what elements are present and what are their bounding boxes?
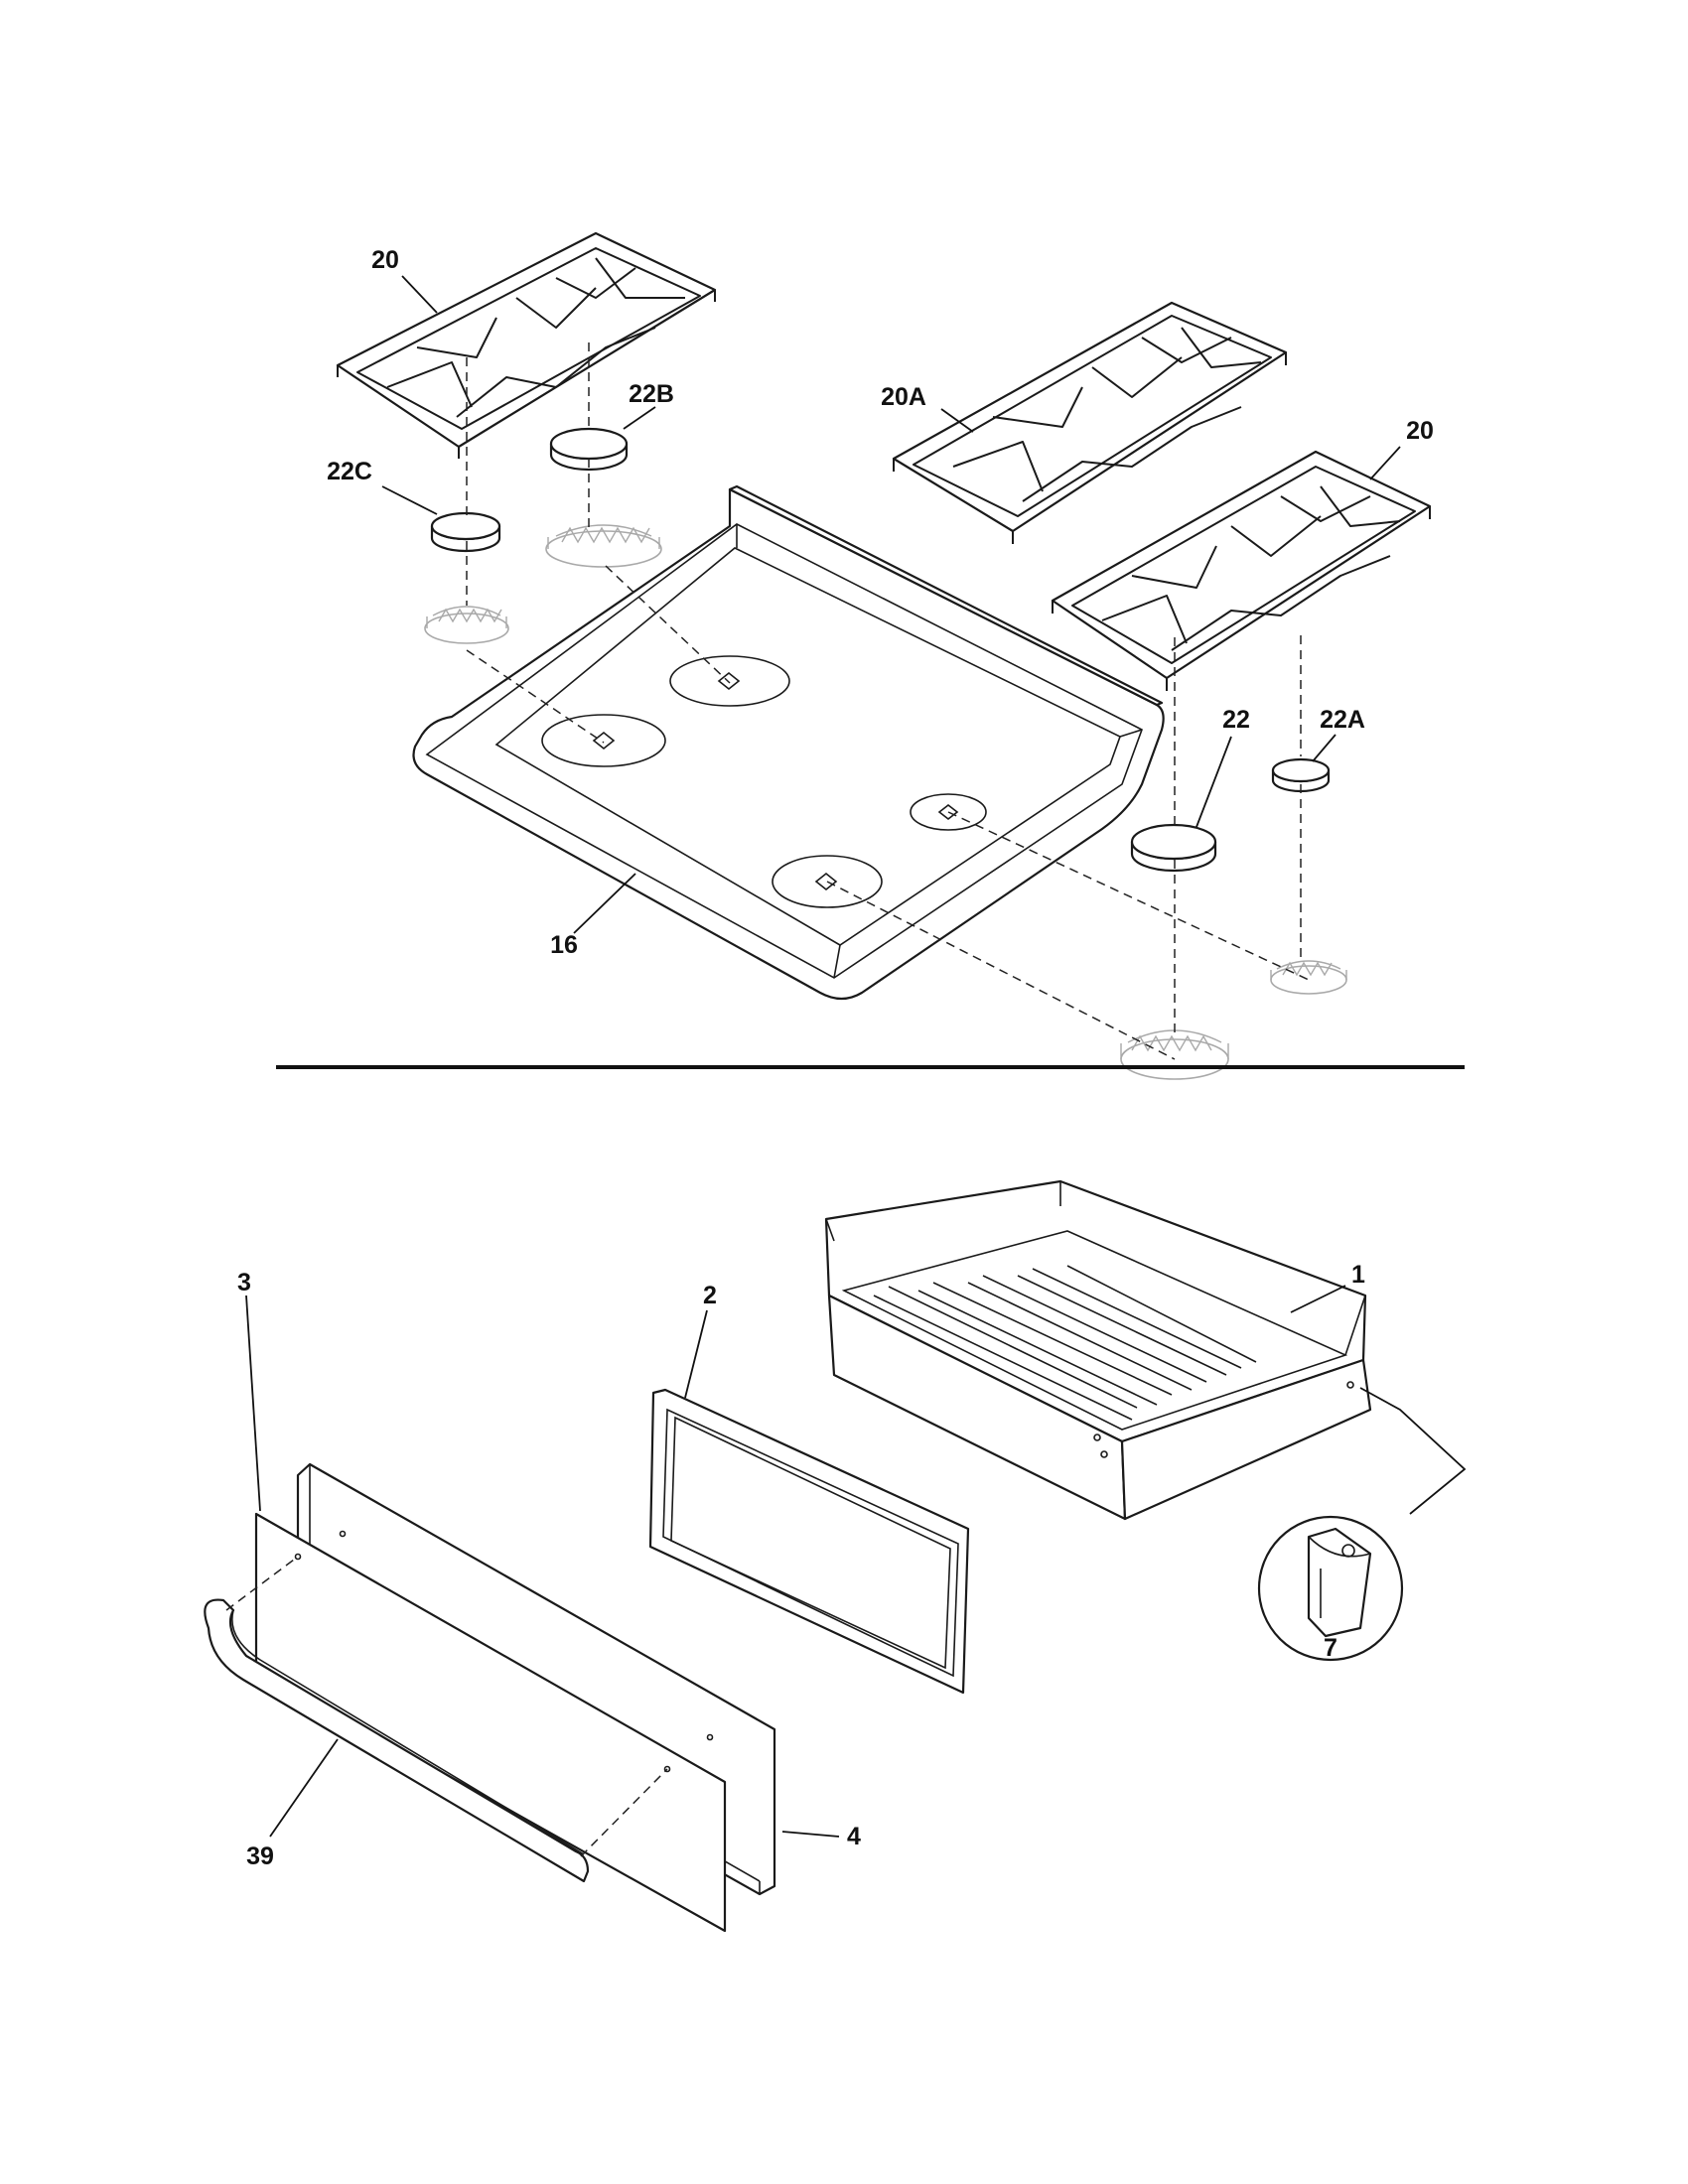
burner-base-rear-right: [1270, 960, 1347, 995]
label-drawer-front-4: 4: [847, 1823, 861, 1850]
burner-base-rear-left: [545, 524, 662, 568]
grate-left: [336, 231, 717, 459]
label-drawer-panel-3: 3: [237, 1269, 251, 1297]
drawer-panel: [254, 1512, 727, 1933]
drawer-liner: [648, 1388, 970, 1695]
grate-center: [892, 301, 1288, 544]
label-grate-20a: 20A: [881, 383, 926, 411]
alignment-lines-bottom: [225, 1556, 668, 1857]
burner-base-front-left: [424, 606, 509, 644]
burner-cap-front-left: [430, 511, 501, 553]
label-cooktop-16: 16: [550, 931, 578, 959]
drawer-body: [824, 1179, 1372, 1521]
drawer-handle: [204, 1598, 590, 1883]
label-cap-22: 22: [1222, 706, 1250, 734]
cooktop-main-top: [412, 484, 1165, 1001]
label-clip-7: 7: [1324, 1634, 1337, 1662]
leaders-bottom: [245, 1285, 1346, 1838]
label-cap-22b: 22B: [629, 380, 674, 408]
alignment-lines-top: [466, 342, 1310, 1060]
label-drawer-body-1: 1: [1351, 1261, 1365, 1289]
label-grate-left: 20: [371, 246, 399, 274]
burner-base-front-right: [1120, 1029, 1229, 1080]
burner-cap-front-right: [1130, 823, 1217, 873]
label-handle-39: 39: [246, 1843, 274, 1870]
burner-cap-rear-right: [1271, 757, 1331, 793]
label-cap-22c: 22C: [327, 458, 372, 485]
label-drawer-liner-2: 2: [703, 1282, 717, 1309]
label-cap-22a: 22A: [1320, 706, 1365, 734]
grate-right: [1051, 450, 1432, 691]
leaders-top: [381, 275, 1401, 934]
label-grate-right: 20: [1406, 417, 1434, 445]
clip-detail: [1257, 1387, 1467, 1662]
